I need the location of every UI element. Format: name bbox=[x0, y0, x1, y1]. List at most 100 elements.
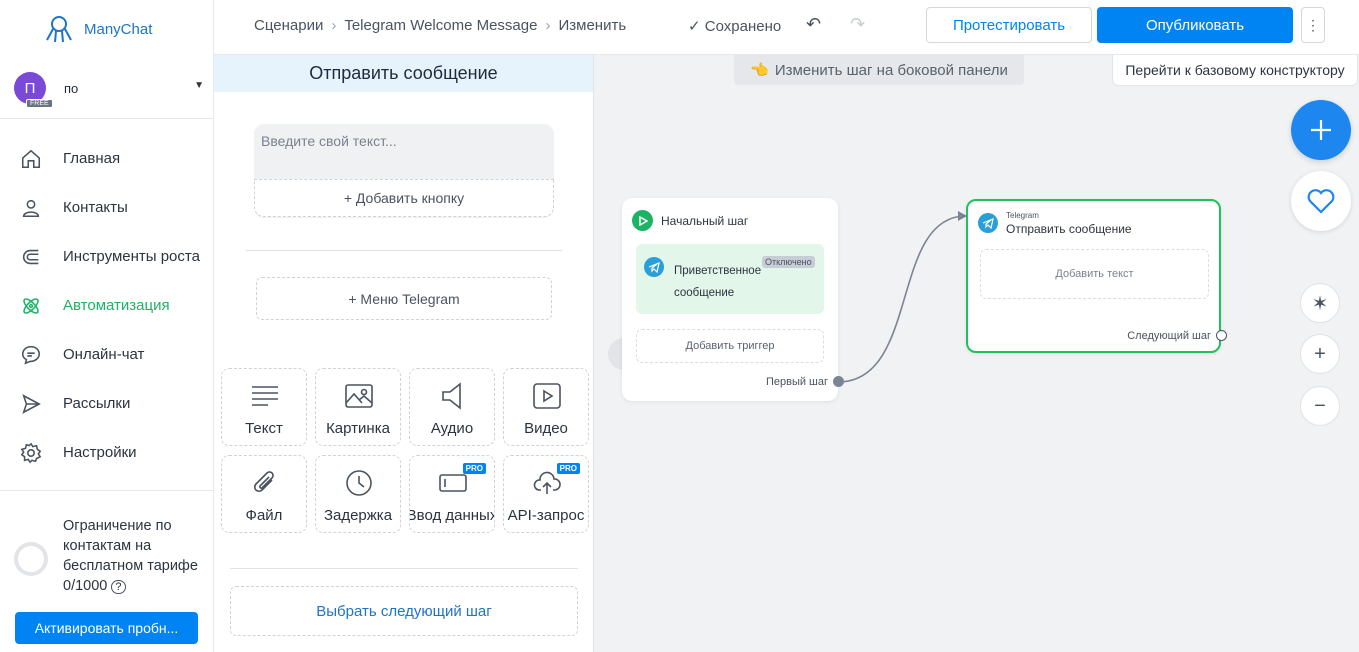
magnet-icon bbox=[22, 249, 39, 264]
output-port[interactable] bbox=[1216, 330, 1227, 341]
step-editor-panel: Отправить сообщение Введите свой текст..… bbox=[214, 55, 594, 652]
magic-wand-icon[interactable]: ✶ bbox=[1300, 283, 1340, 323]
home-icon bbox=[21, 149, 41, 168]
undo-icon[interactable]: ↶ bbox=[806, 14, 822, 34]
image-icon bbox=[345, 384, 373, 408]
nav-item-contacts[interactable]: Контакты bbox=[20, 183, 200, 232]
contacts-icon bbox=[22, 199, 40, 217]
tile-label: Файл bbox=[245, 507, 283, 524]
breadcrumb-edit: Изменить bbox=[558, 17, 627, 34]
workspace-name: по bbox=[64, 80, 79, 96]
nav-item-automation[interactable]: Автоматизация bbox=[20, 281, 200, 330]
check-icon: ✓ bbox=[688, 18, 701, 35]
nav-menu: Главная Контакты Инструменты роста Автом… bbox=[20, 134, 200, 477]
paperclip-icon bbox=[253, 471, 274, 493]
add-trigger-button[interactable]: Добавить триггер bbox=[636, 329, 824, 363]
nav-item-broadcasts[interactable]: Рассылки bbox=[20, 379, 200, 428]
nav-label: Настройки bbox=[63, 444, 137, 461]
tile-delay[interactable]: Задержка bbox=[315, 455, 401, 533]
start-step-title: Начальный шаг bbox=[632, 210, 748, 231]
nav-item-growth-tools[interactable]: Инструменты роста bbox=[20, 232, 200, 281]
status-badge: Отключено bbox=[762, 256, 815, 268]
tile-audio[interactable]: Аудио bbox=[409, 368, 495, 446]
tile-video[interactable]: Видео bbox=[503, 368, 589, 446]
divider bbox=[246, 250, 562, 251]
contact-limit: Ограничение по контактам на бесплатном т… bbox=[14, 516, 213, 597]
breadcrumb-scenarios[interactable]: Сценарии bbox=[254, 17, 324, 34]
zoom-in-icon[interactable]: + bbox=[1300, 334, 1340, 374]
text-icon bbox=[252, 386, 278, 406]
nav-label: Контакты bbox=[63, 199, 128, 216]
choose-next-step-button[interactable]: Выбрать следующий шаг bbox=[230, 586, 578, 636]
tile-label: API-запрос bbox=[507, 507, 585, 524]
divider bbox=[230, 568, 578, 569]
tile-api-request[interactable]: PRO API-запрос bbox=[503, 455, 589, 533]
trigger-label: Приветственное сообщение bbox=[674, 265, 762, 299]
favorites-button[interactable] bbox=[1291, 171, 1351, 231]
atom-icon bbox=[23, 297, 39, 314]
telegram-icon bbox=[644, 257, 664, 277]
redo-icon[interactable]: ↷ bbox=[850, 14, 866, 34]
add-button-button[interactable]: + Добавить кнопку bbox=[254, 179, 554, 217]
brand-name: ManyChat bbox=[84, 20, 153, 38]
tile-user-input[interactable]: PRO Ввод данных bbox=[409, 455, 495, 533]
nav-item-home[interactable]: Главная bbox=[20, 134, 200, 183]
clock-icon bbox=[346, 470, 372, 496]
nav-label: Главная bbox=[63, 150, 121, 167]
basic-builder-link[interactable]: Перейти к базовому конструктору bbox=[1112, 55, 1358, 86]
cloud-upload-icon bbox=[533, 471, 561, 494]
pro-badge: PRO bbox=[462, 463, 486, 474]
send-icon bbox=[22, 393, 41, 414]
start-step-label: Начальный шаг bbox=[661, 213, 749, 228]
limit-count: 0/1000 bbox=[63, 578, 108, 594]
tile-text[interactable]: Текст bbox=[221, 368, 307, 446]
tile-label: Ввод данных bbox=[409, 507, 495, 524]
add-step-button[interactable] bbox=[1291, 100, 1351, 160]
edit-hint: 👈 Изменить шаг на боковой панели bbox=[734, 55, 1024, 85]
chevron-right-icon: › bbox=[331, 17, 337, 34]
tile-label: Задержка bbox=[323, 507, 393, 524]
breadcrumb-flow[interactable]: Telegram Welcome Message bbox=[344, 17, 538, 34]
first-step-label: Первый шаг bbox=[765, 376, 828, 388]
publish-button[interactable]: Опубликовать bbox=[1097, 7, 1293, 43]
nav-item-settings[interactable]: Настройки bbox=[20, 428, 200, 477]
send-message-node[interactable]: Telegram Отправить сообщение Добавить те… bbox=[966, 199, 1227, 353]
nav-item-live-chat[interactable]: Онлайн-чат bbox=[20, 330, 200, 379]
nav-label: Инструменты роста bbox=[63, 248, 200, 265]
next-step-label: Следующий шаг bbox=[1127, 330, 1211, 342]
pointing-hand-icon: 👈 bbox=[750, 62, 769, 79]
trigger-card[interactable]: Приветственное сообщение Отключено bbox=[636, 244, 824, 314]
edit-hint-text: Изменить шаг на боковой панели bbox=[774, 61, 1008, 79]
divider bbox=[0, 118, 214, 119]
tile-file[interactable]: Файл bbox=[221, 455, 307, 533]
chevron-right-icon: › bbox=[545, 17, 551, 34]
input-icon bbox=[439, 474, 467, 492]
tile-label: Аудио bbox=[430, 420, 474, 437]
activate-trial-button[interactable]: Активировать пробн... bbox=[15, 612, 198, 644]
free-badge: FREE bbox=[26, 99, 53, 108]
logo[interactable]: ManyChat bbox=[42, 14, 152, 44]
zoom-out-icon[interactable]: − bbox=[1300, 386, 1340, 426]
audio-icon bbox=[442, 382, 461, 410]
panel-title: Отправить сообщение bbox=[214, 55, 593, 92]
breadcrumb: Сценарии › Telegram Welcome Message › Изме… bbox=[254, 17, 626, 34]
test-button[interactable]: Протестировать bbox=[926, 7, 1092, 43]
chevron-down-icon: ▼ bbox=[194, 80, 204, 91]
help-icon[interactable]: ? bbox=[111, 580, 126, 594]
message-text-input[interactable]: Введите свой текст... bbox=[261, 133, 397, 149]
node-channel-label: Telegram bbox=[1006, 211, 1039, 220]
more-menu-icon[interactable]: ⋮ bbox=[1301, 7, 1325, 43]
add-text-button[interactable]: Добавить текст bbox=[980, 249, 1209, 299]
chat-icon bbox=[21, 345, 41, 365]
limit-text: Ограничение по контактам на бесплатном т… bbox=[63, 518, 198, 574]
pro-badge: PRO bbox=[556, 463, 580, 474]
output-port[interactable] bbox=[833, 376, 844, 387]
start-step-node[interactable]: Начальный шаг Приветственное сообщение О… bbox=[622, 198, 844, 401]
tile-label: Видео bbox=[524, 420, 568, 437]
tile-image[interactable]: Картинка bbox=[315, 368, 401, 446]
telegram-menu-button[interactable]: + Меню Telegram bbox=[256, 277, 552, 320]
